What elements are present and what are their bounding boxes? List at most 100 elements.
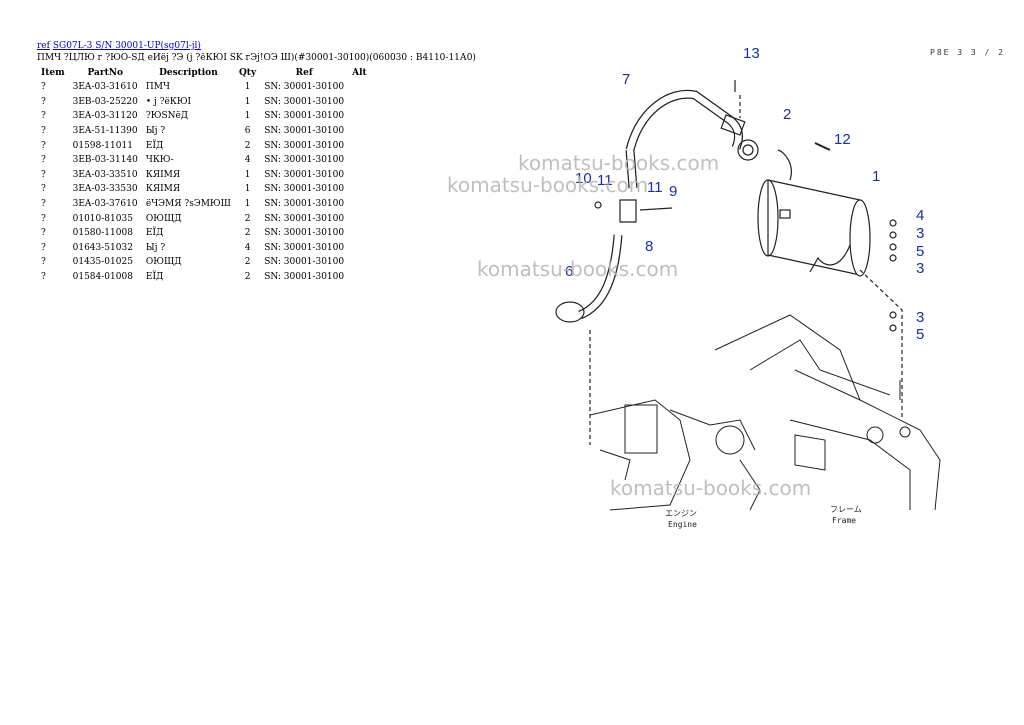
callout-8: 8 — [645, 238, 653, 255]
cell-qty: 2 — [244, 140, 251, 151]
clamp-8 — [619, 199, 637, 223]
table-header-row: Item PartNo Description Qty Ref Alt — [37, 66, 371, 80]
callout-3c: 3 — [916, 309, 924, 326]
table-row: ? 01643-51032 Ыј ? 4 SN: 30001-30100 — [37, 241, 371, 256]
cell-partno: 3EB-03-31140 — [72, 155, 138, 166]
cell-ref: SN: 30001-30100 — [264, 126, 345, 137]
cell-partno: 01010-81035 — [72, 213, 133, 224]
cell-item: ? — [41, 184, 46, 195]
cell-item: ? — [41, 272, 46, 283]
cell-alt — [348, 241, 371, 256]
cell-item: ? — [41, 126, 46, 137]
cell-alt — [348, 80, 371, 95]
cell-alt — [348, 226, 371, 241]
muffler-1 — [757, 149, 871, 277]
callout-7: 7 — [622, 71, 630, 88]
cell-item: ? — [41, 242, 46, 253]
cell-partno: 01643-51032 — [72, 242, 133, 253]
cell-alt — [348, 197, 371, 212]
cell-item: ? — [41, 169, 46, 180]
col-item: Item — [41, 68, 65, 78]
callout-10: 10 — [575, 170, 592, 187]
parts-diagram: 13 7 2 12 1 10 11 11 9 4 3 5 3 8 6 3 5 エ… — [447, 45, 941, 529]
cell-description: ПМЧ — [145, 82, 170, 93]
cell-alt — [348, 168, 371, 183]
cell-qty: 2 — [244, 228, 251, 239]
cell-ref: SN: 30001-30100 — [264, 140, 345, 151]
callout-11b: 11 — [647, 179, 663, 196]
cell-item: ? — [41, 213, 46, 224]
cell-item: ? — [41, 155, 46, 166]
model-link[interactable]: SG07L-3 S/N 30001-UP(sg07l-jl) — [52, 41, 201, 51]
cell-ref: SN: 30001-30100 — [264, 213, 345, 224]
callout-12: 12 — [834, 131, 851, 148]
ref-link[interactable]: ref — [37, 41, 50, 51]
callout-1: 1 — [872, 168, 880, 185]
cell-description: КЯIМЯ — [145, 169, 181, 180]
cell-alt — [348, 182, 371, 197]
cell-partno: 01580-11008 — [72, 228, 133, 239]
cell-ref: SN: 30001-30100 — [264, 169, 345, 180]
cell-partno: 01598-11011 — [72, 140, 133, 151]
col-partno: PartNo — [87, 68, 124, 78]
cell-ref: SN: 30001-30100 — [264, 228, 345, 239]
cell-qty: 4 — [244, 242, 251, 253]
col-ref: Ref — [295, 68, 313, 78]
cell-qty: 1 — [244, 184, 251, 195]
cell-alt — [348, 211, 371, 226]
cell-qty: 6 — [244, 126, 251, 137]
cell-description: ОЮЩД — [145, 213, 182, 224]
cell-ref: SN: 30001-30100 — [264, 184, 345, 195]
cell-description: Ыј ? — [145, 242, 166, 253]
callout-2: 2 — [783, 106, 791, 123]
cell-qty: 1 — [244, 111, 251, 122]
callout-9: 9 — [669, 183, 677, 200]
cell-item: ? — [41, 257, 46, 268]
breadcrumb: ref SG07L-3 S/N 30001-UP(sg07l-jl) — [37, 40, 201, 52]
cell-ref: SN: 30001-30100 — [264, 96, 345, 107]
cell-qty: 2 — [244, 272, 251, 283]
page-subtitle: ПМЧ ?ЦЛЮ г ?ЮО-SД еИёј ?Э (ј ?ёКЮI SK гЭ… — [37, 53, 476, 63]
callout-11: 11 — [597, 172, 613, 189]
cell-item: ? — [41, 228, 46, 239]
cell-description: • ј ?ёКЮI — [145, 96, 192, 107]
watermark-2: komatsu-books.com — [447, 173, 648, 197]
watermark-3: komatsu-books.com — [477, 257, 678, 281]
cell-item: ? — [41, 82, 46, 93]
cell-qty: 1 — [244, 199, 251, 210]
col-description: Description — [159, 68, 218, 78]
cell-description: ЕЇД — [145, 140, 164, 151]
cell-description: ЧКЮ- — [145, 155, 174, 166]
cell-ref: SN: 30001-30100 — [264, 242, 345, 253]
cell-alt — [348, 153, 371, 168]
cell-ref: SN: 30001-30100 — [264, 82, 345, 93]
col-qty: Qty — [238, 68, 257, 78]
cell-ref: SN: 30001-30100 — [264, 155, 345, 166]
cell-partno: 3EA-03-37610 — [72, 199, 138, 210]
table-row: ? 3EA-03-31610 ПМЧ 1 SN: 30001-30100 — [37, 80, 371, 95]
cell-description: ёЧЭМЯ ?sЭМЮШ — [145, 199, 231, 210]
cell-alt — [348, 270, 371, 285]
callout-3: 3 — [916, 225, 924, 242]
cell-partno: 3EA-03-31610 — [72, 82, 138, 93]
callout-3b: 3 — [916, 260, 924, 277]
frame-label: Frame — [832, 516, 856, 525]
cell-partno: 3EA-03-31120 — [72, 111, 138, 122]
frame-structure — [714, 314, 941, 511]
callout-4: 4 — [916, 207, 924, 224]
cell-description: КЯIМЯ — [145, 184, 181, 195]
exhaust-pipe-7 — [625, 89, 743, 152]
cell-item: ? — [41, 140, 46, 151]
engine-label: Engine — [668, 520, 697, 529]
cell-qty: 1 — [244, 82, 251, 93]
